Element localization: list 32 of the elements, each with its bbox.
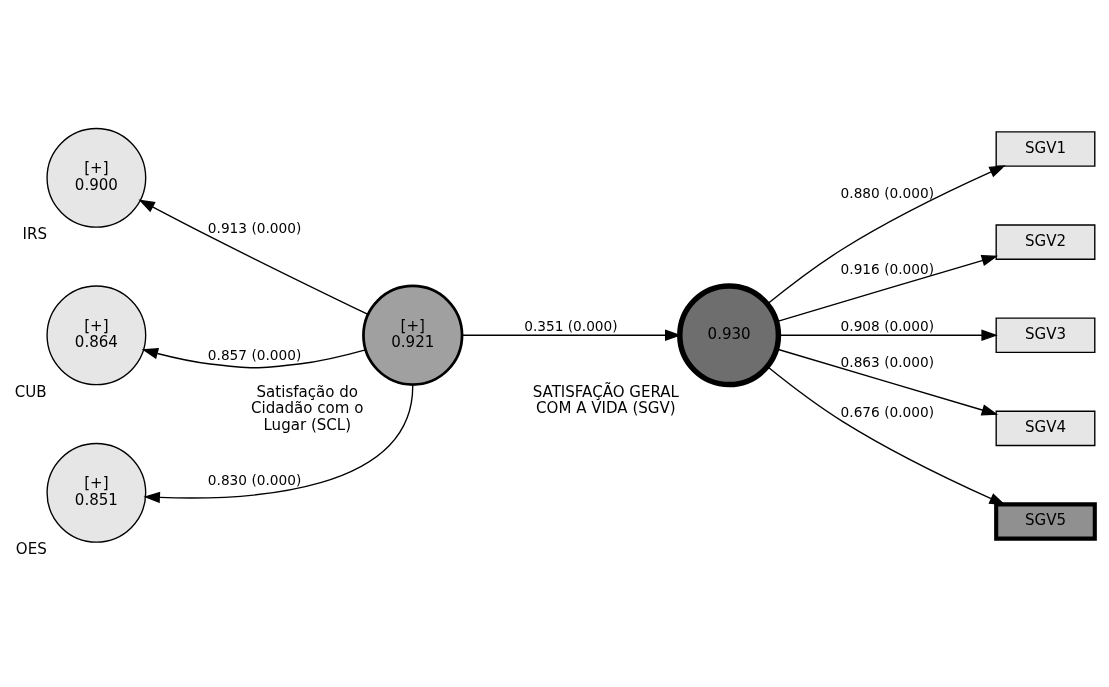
node-circle: [+] 0.851 (46, 442, 147, 543)
arrow (776, 348, 999, 416)
edge-label: 0.913 (0.000) (207, 219, 302, 236)
edge-label: 0.880 (0.000) (840, 185, 935, 202)
arrow (143, 385, 414, 504)
arrow (766, 366, 1006, 506)
arrow (778, 329, 998, 342)
node-circle: [+] 0.900 (46, 127, 147, 228)
node-label: OES (15, 540, 47, 559)
edge-label: 0.916 (0.000) (840, 260, 935, 277)
node-box: SGV1 (995, 131, 1096, 167)
node-label: CUB (14, 382, 47, 401)
arrow (766, 165, 1006, 305)
arrow (776, 254, 999, 323)
node-box: SGV4 (995, 410, 1096, 447)
node-circle: 0.930 (677, 283, 782, 388)
node-box: SGV5 (994, 502, 1097, 541)
arrow (141, 348, 367, 369)
arrow (138, 199, 369, 316)
edge-label: 0.908 (0.000) (840, 318, 935, 335)
node-box: SGV3 (995, 317, 1096, 354)
edge-label: 0.863 (0.000) (840, 353, 935, 370)
node-circle: [+] 0.864 (46, 285, 147, 386)
node-label: IRS (22, 225, 47, 244)
edge-label: 0.676 (0.000) (840, 404, 935, 421)
node-box: SGV2 (995, 224, 1096, 260)
edge-label: 0.830 (0.000) (207, 471, 302, 488)
node-circle: [+] 0.921 (362, 284, 464, 386)
node-label: Satisfação do Cidadão com o Lugar (SCL) (251, 382, 364, 434)
edge-label: 0.351 (0.000) (524, 318, 618, 335)
edge-label: 0.857 (0.000) (207, 346, 302, 363)
node-label: SATISFAÇÃO GERAL COM A VIDA (SGV) (532, 382, 680, 418)
